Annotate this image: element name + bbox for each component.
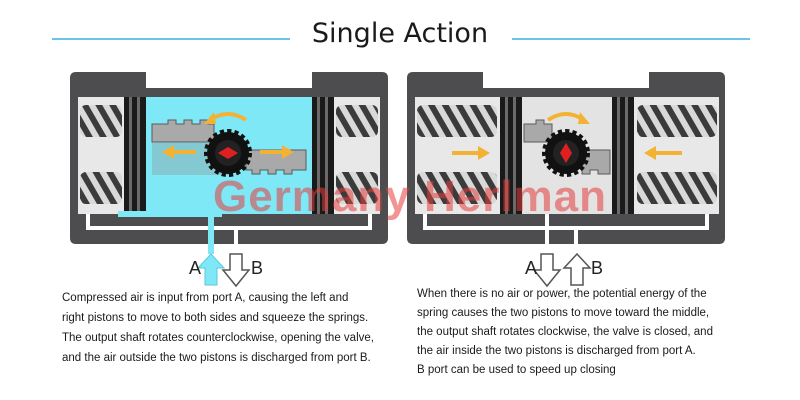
desc-line: and the air outside the two pistons is d… [62, 352, 371, 364]
title-line-right [512, 38, 750, 40]
spring-right-top [336, 105, 378, 137]
air-passage [423, 214, 709, 230]
rack-lower [245, 149, 307, 175]
port-b-label: B [591, 258, 603, 278]
desc-line: spring causes the two pistons to move to… [417, 307, 710, 319]
spring-right-bottom [637, 172, 717, 204]
right-description: When there is no air or power, the poten… [417, 285, 713, 380]
shaft-indicator [560, 143, 572, 163]
air-passage [86, 214, 372, 230]
left-description: Compressed air is input from port A, cau… [62, 288, 374, 368]
desc-line: Compressed air is input from port A, cau… [62, 292, 349, 304]
desc-line: right pistons to move to both sides and … [62, 312, 369, 324]
desc-line: When there is no air or power, the poten… [417, 288, 707, 300]
port-a-label: A [189, 258, 201, 278]
port-a-label: A [525, 258, 537, 278]
piston-right [612, 97, 634, 214]
left-actuator: A B [70, 72, 388, 288]
shaft-indicator [218, 147, 238, 159]
desc-line: The output shaft rotates counterclockwis… [62, 332, 374, 344]
desc-line: the air inside the two pistons is discha… [417, 345, 696, 357]
spring-left-bottom [80, 172, 122, 204]
port-b-label: B [251, 258, 263, 278]
spring-right-top [637, 105, 717, 137]
piston-right [312, 97, 334, 214]
spring-left-top [417, 105, 497, 137]
piston-left [124, 97, 146, 214]
port-b-arrow [562, 252, 592, 286]
desc-line: B port can be used to speed up closing [417, 364, 616, 376]
desc-line: the output shaft rotates clockwise, the … [417, 326, 713, 338]
port-a-arrow [532, 253, 562, 288]
port-a-arrow [196, 253, 226, 286]
rack-upper [523, 119, 553, 143]
right-actuator: A B [407, 72, 725, 288]
spring-right-bottom [336, 172, 378, 204]
page-title: Single Action [311, 18, 489, 49]
title-line-left [52, 38, 290, 40]
spring-left-top [80, 105, 122, 137]
piston-left [500, 97, 522, 214]
port-b-arrow [221, 253, 251, 288]
spring-left-bottom [417, 172, 497, 204]
